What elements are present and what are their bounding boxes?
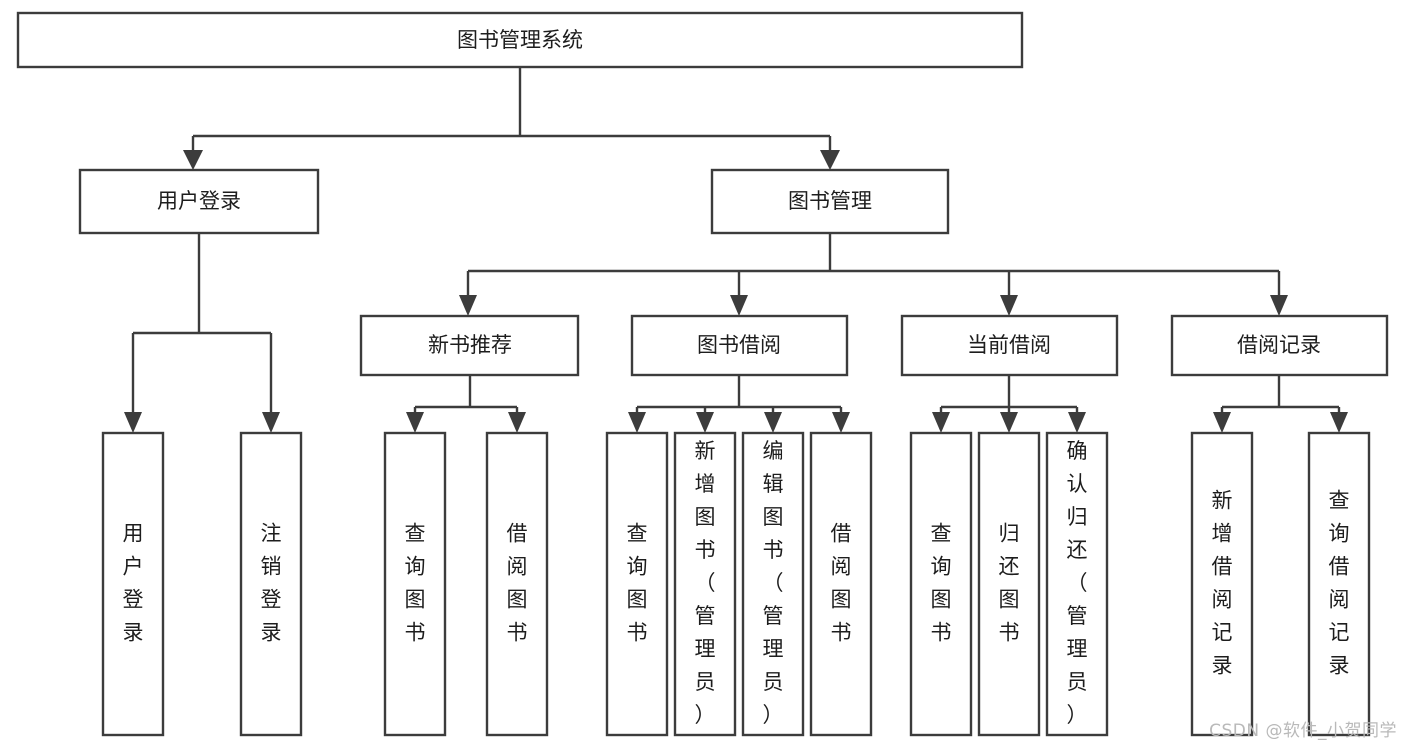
arrow-head-book-borrow [730,295,748,316]
node-book-manage[interactable]: 图书管理 [710,168,950,235]
node-leaf-add-record-label: 新增借阅记录 [1212,489,1233,678]
node-leaf-borrow-book-2-box[interactable] [809,431,873,737]
node-leaf-query-book-2-box[interactable] [605,431,669,737]
node-leaf-query-book-1-box[interactable] [383,431,447,737]
node-borrow-record-box[interactable] [1170,314,1389,377]
node-leaf-query-book-2[interactable]: 查询图书 [605,431,669,737]
arrow-head-leaf-borrow-book-1 [508,412,526,433]
connector-root-to-level2 [183,67,840,170]
arrow-head-leaf-query-book-2 [628,412,646,433]
connector-book-manage-to-level3 [459,233,1288,316]
node-leaf-borrow-book-2[interactable]: 借阅图书 [809,431,873,737]
arrow-head-leaf-user-login [124,412,142,433]
node-root-box[interactable] [16,11,1024,69]
arrow-head-leaf-query-record [1330,412,1348,433]
connector-borrow-record-to-leaves [1213,375,1348,433]
connector-new-book-recommend-to-leaves [406,375,526,433]
arrow-head-user-login [183,150,203,170]
connector-user-login-to-leaves [124,233,280,433]
arrow-head-leaf-query-book-1 [406,412,424,433]
node-leaf-edit-book-label: 编辑图书（管理员） [763,439,784,727]
node-book-borrow-label: 图书借阅 [697,333,781,357]
node-leaf-borrow-book-1-box[interactable] [485,431,549,737]
node-leaf-add-book-label: 新增图书（管理员） [695,439,716,727]
node-leaf-user-logout-box[interactable] [239,431,303,737]
node-new-book-recommend[interactable]: 新书推荐 [359,314,580,377]
node-root[interactable]: 图书管理系统 [16,11,1024,69]
node-leaf-user-logout[interactable]: 注销登录 [239,431,303,737]
node-leaf-add-book[interactable]: 新增图书（管理员） [673,431,737,737]
node-new-book-recommend-box[interactable] [359,314,580,377]
arrow-head-new-book-recommend [459,295,477,316]
arrow-head-leaf-edit-book [764,412,782,433]
node-leaf-return-book[interactable]: 归还图书 [977,431,1041,737]
node-leaf-add-record-box[interactable] [1190,431,1254,737]
node-current-borrow-label: 当前借阅 [967,333,1051,357]
node-leaf-edit-book[interactable]: 编辑图书（管理员） [741,431,805,737]
arrow-head-leaf-query-book-3 [932,412,950,433]
arrow-head-leaf-add-record [1213,412,1231,433]
node-leaf-user-login-label: 用户登录 [123,522,144,645]
node-borrow-record[interactable]: 借阅记录 [1170,314,1389,377]
node-leaf-add-record[interactable]: 新增借阅记录 [1190,431,1254,737]
arrow-head-current-borrow [1000,295,1018,316]
node-book-borrow-box[interactable] [630,314,849,377]
node-book-manage-label: 图书管理 [788,189,872,213]
node-leaf-return-book-label: 归还图书 [999,522,1020,645]
node-book-manage-box[interactable] [710,168,950,235]
node-leaf-add-book-box[interactable] [673,431,737,737]
arrow-head-leaf-add-book [696,412,714,433]
node-leaf-return-book-box[interactable] [977,431,1041,737]
node-current-borrow-box[interactable] [900,314,1119,377]
node-leaf-query-book-3[interactable]: 查询图书 [909,431,973,737]
arrow-head-book-manage [820,150,840,170]
node-leaf-query-book-2-label: 查询图书 [627,522,648,645]
node-book-borrow[interactable]: 图书借阅 [630,314,849,377]
node-leaf-query-book-1[interactable]: 查询图书 [383,431,447,737]
node-leaf-user-login-box[interactable] [101,431,165,737]
arrow-head-leaf-confirm-return [1068,412,1086,433]
connector-book-borrow-to-leaves [628,375,850,433]
arrow-head-borrow-record [1270,295,1288,316]
node-leaf-confirm-return-box[interactable] [1045,431,1109,737]
arrow-head-leaf-borrow-book-2 [832,412,850,433]
node-new-book-recommend-label: 新书推荐 [428,333,512,357]
arrow-head-leaf-return-book [1000,412,1018,433]
node-leaf-query-book-1-label: 查询图书 [405,522,426,645]
connector-current-borrow-to-leaves [932,375,1086,433]
node-leaf-borrow-book-2-label: 借阅图书 [831,522,852,645]
node-root-label: 图书管理系统 [457,28,583,52]
node-leaf-user-logout-label: 注销登录 [261,522,282,645]
node-leaf-query-record-label: 查询借阅记录 [1329,489,1350,678]
node-borrow-record-label: 借阅记录 [1237,333,1321,357]
node-leaf-confirm-return-label: 确认归还（管理员） [1067,439,1088,727]
node-leaf-query-book-3-box[interactable] [909,431,973,737]
node-leaf-borrow-book-1-label: 借阅图书 [507,522,528,645]
node-leaf-query-record-box[interactable] [1307,431,1371,737]
node-user-login-box[interactable] [78,168,320,235]
node-leaf-edit-book-box[interactable] [741,431,805,737]
node-leaf-confirm-return[interactable]: 确认归还（管理员） [1045,431,1109,737]
node-leaf-user-login[interactable]: 用户登录 [101,431,165,737]
arrow-head-leaf-user-logout [262,412,280,433]
node-leaf-query-record[interactable]: 查询借阅记录 [1307,431,1371,737]
node-current-borrow[interactable]: 当前借阅 [900,314,1119,377]
node-leaf-borrow-book-1[interactable]: 借阅图书 [485,431,549,737]
node-user-login[interactable]: 用户登录 [78,168,320,235]
node-leaf-query-book-3-label: 查询图书 [931,522,952,645]
node-user-login-label: 用户登录 [157,189,241,213]
